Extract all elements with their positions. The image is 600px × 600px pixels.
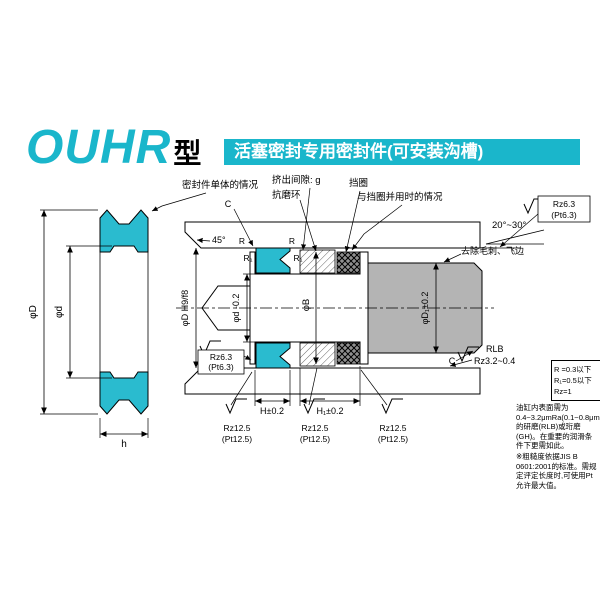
brand-type-suffix: 型: [173, 138, 202, 169]
cylinder-wall-bottom: [184, 367, 481, 395]
rz125-3: Rz12.5: [380, 423, 407, 433]
leader-rz63-top: [499, 213, 539, 248]
roughness-symbol-3: [381, 398, 404, 414]
leader-backup-ring: [344, 190, 361, 253]
pt125-1: (Pt12.5): [222, 434, 252, 444]
assembly-view: φD H9/f8 φd -0.2 φB φD₁±0.2 H±0.2 H₁±0.2: [176, 221, 520, 416]
seal-single-view: φD φd h: [28, 209, 149, 450]
leader-chamfer-c-top: [233, 208, 254, 247]
dim-phi-D1: φD₁±0.2: [420, 292, 430, 325]
wear-ring-bottom: [299, 342, 336, 367]
label-45: 45°: [212, 235, 226, 245]
backup-ring-bottom: [336, 342, 361, 365]
backup-ring-top: [336, 251, 361, 274]
leader-rz125-3: [360, 369, 388, 406]
leader-with-backup: [351, 204, 403, 251]
label-c-right: C: [449, 356, 456, 366]
label-r-1: R: [239, 236, 245, 246]
roughness-callouts: Rz6.3 (Pt6.3) Rz6.3 (Pt6.3) RLB Rz3.2~0.…: [197, 195, 591, 444]
dim-h: h: [121, 439, 127, 450]
label-lead-in-angle: 20°~30°: [492, 220, 526, 231]
dim-phi-d: φd: [54, 306, 65, 318]
lead-in-chamfer-diagram: 20°~30°: [485, 220, 545, 245]
label-c-top: C: [225, 199, 232, 209]
standard-note: ※粗糙度依据JIS B 0601:2001的标准。需规定评定长度时,可使用Pt允…: [516, 452, 597, 490]
rz125-1: Rz12.5: [224, 423, 251, 433]
brand-header: OUHR 型: [26, 124, 201, 172]
wear-ring-top: [299, 249, 336, 274]
radius-spec-line-3: Rz=1: [554, 387, 572, 396]
leader-seal-alone: [151, 192, 207, 212]
leader-rlb: [449, 359, 473, 367]
callout-backup-ring: 挡圈: [349, 178, 369, 189]
radius-spec-line-2: R₁=0.5以下: [554, 376, 592, 385]
dim-H1: H₁±0.2: [317, 406, 344, 416]
page-title: 活塞密封专用密封件(可安装沟槽): [224, 139, 580, 165]
leader-rz125-1: [230, 371, 253, 406]
leader-wear-ring: [299, 199, 317, 252]
callout-extrusion-gap: 挤出间隙: g: [272, 175, 321, 186]
seal-installed-bottom: [255, 342, 291, 369]
pt63-mid-value: (Pt6.3): [208, 362, 234, 372]
label-r1-1: R₁: [243, 253, 252, 263]
brand-logo: OUHR: [26, 121, 172, 174]
rz63-mid-value: Rz6.3: [210, 352, 232, 362]
dim-bore-fit: φD H9/f8: [180, 290, 190, 326]
pt63-top-value: (Pt6.3): [551, 210, 577, 220]
label-r1-2: R₁: [293, 253, 302, 263]
callout-wear-ring: 抗磨环: [272, 190, 301, 201]
callout-deburr: 去除毛刺、飞边: [461, 246, 525, 256]
leader-extrusion-gap: [301, 187, 311, 251]
cylinder-wall-top: [184, 221, 481, 249]
pt125-2: (Pt12.5): [300, 434, 330, 444]
dim-groove-diameter: φd -0.2: [231, 294, 241, 323]
callout-with-backup-ring: 与挡圈并用时的情况: [357, 192, 443, 203]
seal-section-bottom: [99, 371, 149, 415]
surface-finish-note: 油缸内表面需为0.4~3.2μmRa(0.1~0.8μmRa)的研磨(RLB)或…: [516, 403, 600, 450]
rz125-2: Rz12.5: [302, 423, 329, 433]
seal-section-top: [99, 209, 149, 253]
leader-45: [196, 237, 211, 243]
rz32-value: Rz3.2~0.4: [474, 356, 515, 366]
rlb-label: RLB: [486, 344, 504, 354]
radius-spec-line-1: R =0.3以下: [554, 365, 592, 374]
callout-seal-alone: 密封件单体的情况: [182, 180, 259, 191]
seal-installed-top: [255, 247, 291, 274]
radius-spec-box: R =0.3以下 R₁=0.5以下 Rz=1: [551, 360, 600, 401]
rz63-top-value: Rz6.3: [553, 199, 575, 209]
leader-rz125-2: [308, 367, 318, 406]
pt125-3: (Pt12.5): [378, 434, 408, 444]
leader-deburr: [443, 253, 462, 263]
leader-rz63-mid: [243, 354, 252, 361]
dim-phi-B: φB: [301, 299, 312, 312]
dim-phi-D: φD: [28, 305, 39, 319]
roughness-symbol-1: [225, 398, 248, 414]
dim-H: H±0.2: [260, 406, 284, 416]
label-r-2: R: [289, 236, 295, 246]
